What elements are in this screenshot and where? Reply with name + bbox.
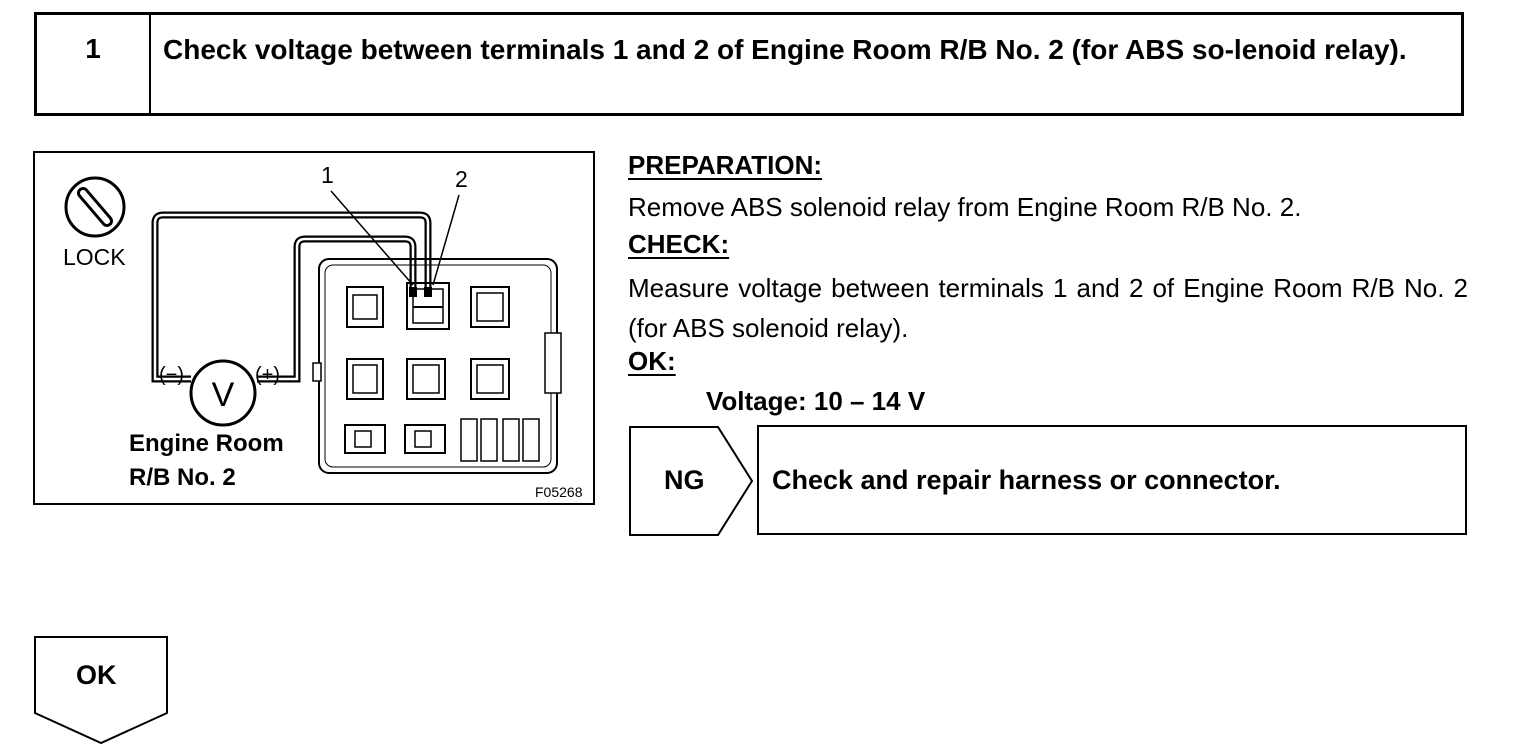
step-header: 1 Check voltage between terminals 1 and …: [34, 12, 1464, 116]
ng-action-text: Check and repair harness or connector.: [772, 465, 1281, 495]
ok-arrow-icon: [34, 636, 168, 745]
step-title: Check voltage between terminals 1 and 2 …: [163, 34, 1407, 65]
caption-rb-no-2: R/B No. 2: [129, 464, 236, 491]
voltmeter-symbol: V: [212, 376, 235, 414]
voltmeter-icon: [189, 359, 257, 427]
step-number-cell: 1: [37, 15, 151, 113]
check-text: Measure voltage between terminals 1 and …: [628, 273, 1468, 343]
negative-label: (−): [159, 364, 184, 386]
caption-engine-room: Engine Room: [129, 430, 284, 457]
terminal-1-label: 1: [321, 162, 334, 188]
ok-label: OK: [76, 660, 117, 690]
figure-code: F05268: [535, 484, 583, 500]
terminal-2-label: 2: [455, 166, 468, 192]
voltage-spec: Voltage: 10 – 14 V: [706, 386, 926, 416]
check-heading: CHECK:: [628, 229, 730, 259]
ignition-switch-icon: [64, 176, 126, 238]
step-number: 1: [85, 33, 101, 64]
lock-label: LOCK: [63, 244, 126, 270]
ok-heading: OK:: [628, 346, 676, 376]
ng-action-box: [757, 425, 1467, 535]
relay-block: [312, 258, 562, 474]
wiring-diagram: LOCK V (−) (+) 1 2: [33, 151, 595, 505]
positive-label: (+): [255, 364, 280, 386]
preparation-text: Remove ABS solenoid relay from Engine Ro…: [628, 192, 1302, 222]
preparation-heading: PREPARATION:: [628, 150, 823, 180]
ng-arrow-icon: [629, 426, 754, 536]
ng-label: NG: [664, 465, 705, 495]
